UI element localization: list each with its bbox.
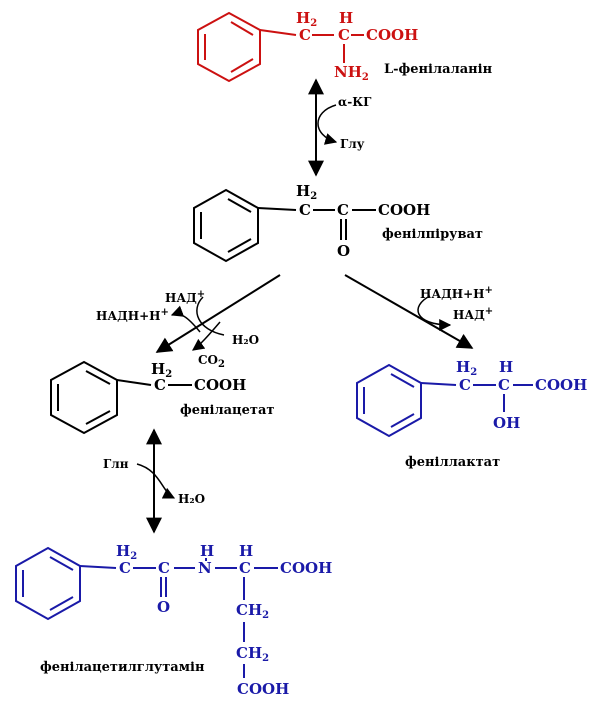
phenylacetate-structure <box>50 360 192 435</box>
atom-h: H <box>499 358 513 376</box>
compound-label-phenylacetate: фенілацетат <box>180 403 274 418</box>
reaction-arrow <box>344 274 474 349</box>
atom-n: N <box>198 559 212 577</box>
cofactor-curve-arrow <box>317 104 338 145</box>
atom-h: H <box>339 9 353 27</box>
cofactor-nad: НАД+ <box>453 306 493 322</box>
atom-cooh: COOH <box>194 376 246 394</box>
cofactor-gln: Глн <box>103 457 129 471</box>
compound-label-phenyllactate: феніллактат <box>405 455 500 470</box>
atom-ch2: CH2 <box>236 644 269 664</box>
compound-label-phenylacetylglutamine: фенілацетилглутамін <box>40 660 205 675</box>
phenylalanine-structure <box>197 11 364 83</box>
atom-oh: OH <box>493 414 520 432</box>
atom-o: O <box>157 598 170 616</box>
benzene-ring <box>50 360 118 435</box>
atom-h: H <box>200 542 214 560</box>
atom-c: C <box>337 201 349 219</box>
compound-label-phenylpyruvate: фенілпіруват <box>382 227 483 242</box>
compound-label-phenylalanine: L-фенілаланін <box>384 62 493 77</box>
cofactor-glu: Глу <box>340 137 365 151</box>
atom-h2: H2 <box>116 542 137 562</box>
cofactor-curve-arrow <box>417 295 452 331</box>
cofactor-curve-arrow <box>170 305 201 333</box>
atom-ch2: CH2 <box>236 601 269 621</box>
atom-h: H <box>239 542 253 560</box>
benzene-ring <box>197 11 261 83</box>
atom-cooh: COOH <box>378 201 430 219</box>
atom-c: C <box>158 559 170 577</box>
phenylacetylglutamine-structure <box>15 546 278 678</box>
phenylpyruvate-structure <box>193 188 376 263</box>
atom-h2: H2 <box>456 358 477 378</box>
atom-cooh: COOH <box>280 559 332 577</box>
atom-c: C <box>299 26 311 44</box>
atom-c: C <box>498 376 510 394</box>
atom-cooh: COOH <box>237 680 289 698</box>
phenyllactate-structure <box>356 363 533 438</box>
atom-c: C <box>459 376 471 394</box>
atom-o: O <box>337 242 350 260</box>
atom-h2: H2 <box>296 9 317 29</box>
benzene-ring <box>193 188 259 263</box>
atom-c: C <box>338 26 350 44</box>
cofactor-nadh: НАДН+Н+ <box>96 307 169 323</box>
cofactor-curve-arrow <box>192 321 221 351</box>
atom-h2: H2 <box>151 360 172 380</box>
atom-h2: H2 <box>296 182 317 202</box>
atom-c: C <box>119 559 131 577</box>
atom-c: C <box>239 559 251 577</box>
benzene-ring <box>15 546 81 621</box>
atom-c: C <box>299 201 311 219</box>
atom-cooh: COOH <box>535 376 587 394</box>
atom-cooh: COOH <box>366 26 418 44</box>
reaction-arrow <box>155 274 281 353</box>
cofactor-h2o: H₂O <box>178 492 205 506</box>
atom-c: C <box>154 376 166 394</box>
benzene-ring <box>356 363 422 438</box>
cofactor-nadh: НАДН+Н+ <box>420 285 493 301</box>
cofactor-akg: α-КГ <box>338 95 372 109</box>
cofactor-h2o: H₂O <box>232 333 259 347</box>
cofactor-curve-arrow <box>196 296 225 336</box>
atom-nh2: NH2 <box>334 63 369 83</box>
cofactor-nad: НАД+ <box>165 289 205 305</box>
cofactor-co2: CO2 <box>198 353 225 370</box>
cofactor-curve-arrow <box>136 463 176 499</box>
